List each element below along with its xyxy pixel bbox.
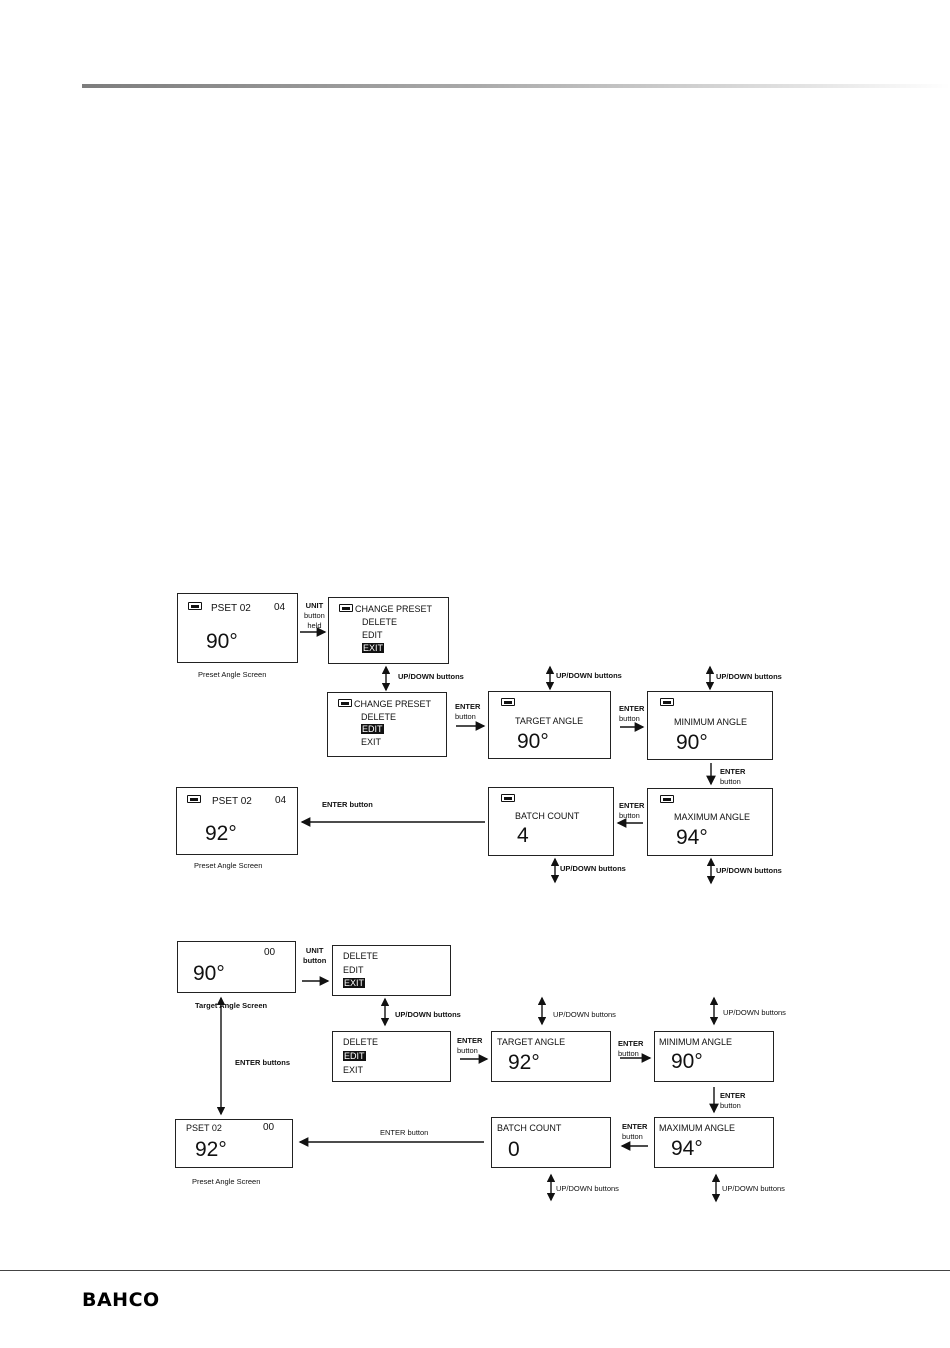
menu-edit: DELETE EDIT EXIT (332, 1031, 451, 1082)
header-rule (82, 84, 950, 88)
minimum-title: MINIMUM ANGLE (659, 1037, 733, 1047)
preset-title: PSET 02 (211, 603, 251, 614)
batch-count-screen: BATCH COUNT 0 (491, 1117, 611, 1168)
enter-buttons-label: ENTER buttons (235, 1058, 290, 1067)
footer-rule (0, 1270, 950, 1271)
battery-icon (338, 699, 352, 707)
preset-count: 04 (274, 602, 286, 613)
updown-label: UP/DOWN buttons (716, 672, 782, 681)
preset-angle: 90° (206, 630, 238, 653)
battery-icon (188, 602, 202, 610)
batch-title: BATCH COUNT (497, 1123, 562, 1133)
preset-menu-edit: CHANGE PRESET DELETE EDIT EXIT (327, 692, 447, 757)
menu-item-exit: EXIT (343, 1065, 364, 1075)
minimum-angle-screen: MINIMUM ANGLE 90° (654, 1031, 774, 1082)
preset-menu-exit: CHANGE PRESET DELETE EDIT EXIT (328, 597, 449, 664)
updown-label: UP/DOWN buttons (395, 1010, 461, 1019)
battery-icon (501, 794, 515, 802)
preset-angle-screen: PSET 02 04 90° (177, 593, 298, 663)
enter-button-label: ENTER button (322, 800, 373, 809)
minimum-title: MINIMUM ANGLE (674, 717, 748, 727)
updown-label: UP/DOWN buttons (716, 866, 782, 875)
preset-count: 04 (275, 795, 287, 806)
updown-label: UP/DOWN buttons (722, 1184, 785, 1193)
updown-label: UP/DOWN buttons (556, 671, 622, 680)
screen-angle: 90° (193, 962, 225, 985)
updown-label: UP/DOWN buttons (398, 672, 464, 681)
target-angle-screen: TARGET ANGLE 92° (491, 1031, 611, 1082)
battery-icon (339, 604, 353, 612)
menu-header: CHANGE PRESET (355, 604, 433, 614)
preset-title: PSET 02 (186, 1123, 222, 1133)
menu-item-delete: DELETE (362, 617, 398, 627)
batch-title: BATCH COUNT (515, 811, 580, 821)
batch-count-screen: BATCH COUNT 4 (488, 787, 614, 856)
target-title: TARGET ANGLE (515, 716, 584, 726)
preset-angle: 92° (205, 822, 237, 845)
result-preset-screen: PSET 02 00 92° (175, 1119, 293, 1168)
result-caption: Preset Angle Screen (194, 861, 263, 870)
menu-item-edit-selected: EDIT (361, 724, 384, 734)
enter-button-label: ENTER button (380, 1128, 429, 1137)
battery-icon (660, 698, 674, 706)
batch-value: 4 (517, 824, 529, 847)
menu-header: CHANGE PRESET (354, 699, 432, 709)
menu-item-delete: DELETE (343, 951, 379, 961)
preset-caption: Preset Angle Screen (198, 670, 267, 679)
target-value: 90° (517, 730, 549, 753)
preset-count: 00 (263, 1122, 275, 1133)
updown-label: UP/DOWN buttons (556, 1184, 619, 1193)
target-value: 92° (508, 1051, 540, 1074)
batch-value: 0 (508, 1138, 520, 1161)
result-caption: Preset Angle Screen (192, 1177, 261, 1186)
result-preset-screen: PSET 02 04 92° (176, 787, 298, 855)
updown-label: UP/DOWN buttons (723, 1008, 786, 1017)
menu-item-exit-selected: EXIT (362, 643, 385, 653)
menu-exit: DELETE EDIT EXIT (332, 945, 451, 996)
maximum-angle-screen: MAXIMUM ANGLE 94° (647, 788, 773, 856)
maximum-value: 94° (671, 1137, 703, 1160)
preset-title: PSET 02 (212, 796, 252, 807)
maximum-title: MAXIMUM ANGLE (659, 1123, 736, 1133)
battery-icon (501, 698, 515, 706)
menu-item-edit: EDIT (343, 965, 364, 975)
maximum-angle-screen: MAXIMUM ANGLE 94° (654, 1117, 774, 1168)
maximum-title: MAXIMUM ANGLE (674, 812, 751, 822)
preset-angle: 92° (195, 1138, 227, 1161)
menu-item-exit-selected: EXIT (343, 978, 366, 988)
minimum-value: 90° (676, 731, 708, 754)
target-angle-screen-start: 00 90° (177, 941, 296, 993)
maximum-value: 94° (676, 826, 708, 849)
menu-item-exit: EXIT (361, 737, 382, 747)
menu-item-delete: DELETE (361, 712, 397, 722)
battery-icon (660, 795, 674, 803)
updown-label: UP/DOWN buttons (553, 1010, 616, 1019)
screen-count: 00 (264, 947, 276, 958)
target-title: TARGET ANGLE (497, 1037, 566, 1047)
menu-item-delete: DELETE (343, 1037, 379, 1047)
battery-icon (187, 795, 201, 803)
target-caption: Target Angle Screen (195, 1001, 268, 1010)
menu-item-edit: EDIT (362, 630, 383, 640)
minimum-angle-screen: MINIMUM ANGLE 90° (647, 691, 773, 760)
bahco-logo: BAHCO (82, 1289, 160, 1311)
target-angle-screen: TARGET ANGLE 90° (488, 691, 611, 759)
updown-label: UP/DOWN buttons (560, 864, 626, 873)
menu-item-edit-selected: EDIT (343, 1051, 366, 1061)
minimum-value: 90° (671, 1050, 703, 1073)
